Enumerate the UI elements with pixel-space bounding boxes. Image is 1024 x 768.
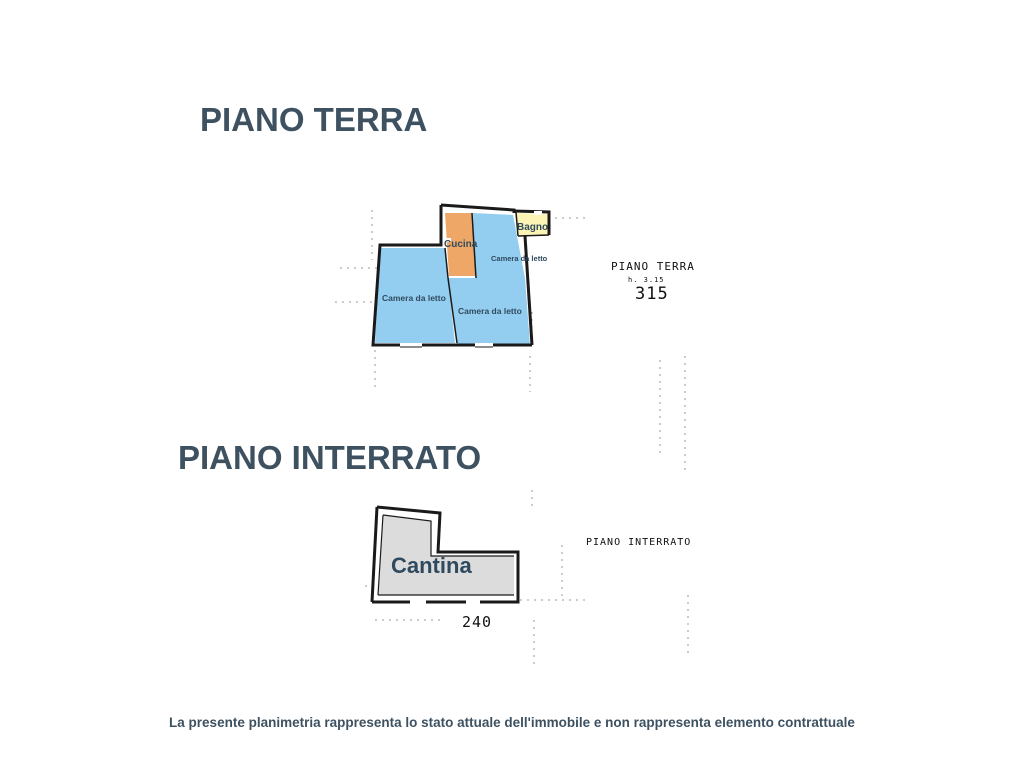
kitchen-label: Cucina [444,239,478,250]
disclaimer-footer: La presente planimetria rappresenta lo s… [169,715,855,730]
ground-floor-plan: Cucina Bagno Camera da letto Camera da l… [371,203,695,348]
room-kitchen [445,213,476,276]
basement-heading: PIANO INTERRATO [178,439,482,476]
ground-floor-code: 315 [635,284,669,304]
basement-handwritten-label: PIANO INTERRATO [586,537,691,548]
basement-code: 240 [462,613,492,631]
room-bedroom-top [473,213,525,278]
bedroom-top-label: Camera da letto [491,254,548,263]
room-bedroom-left [375,248,455,343]
room-cellar [378,515,514,595]
room-bedroom-right [448,278,530,345]
ground-floor-heading: PIANO TERRA [200,101,428,138]
bedroom-left-label: Camera da letto [382,293,446,303]
cellar-label: Cantina [391,553,472,578]
bedroom-right-label: Camera da letto [458,306,522,316]
bathroom-label: Bagno [517,222,548,233]
room-bathroom [515,213,549,236]
ground-floor-height-note: h. 3.15 [628,276,665,284]
basement-plan: Cantina PIANO INTERRATO 240 [370,505,691,631]
construction-lines [335,210,689,668]
ground-floor-handwritten-label: PIANO TERRA [611,260,695,273]
